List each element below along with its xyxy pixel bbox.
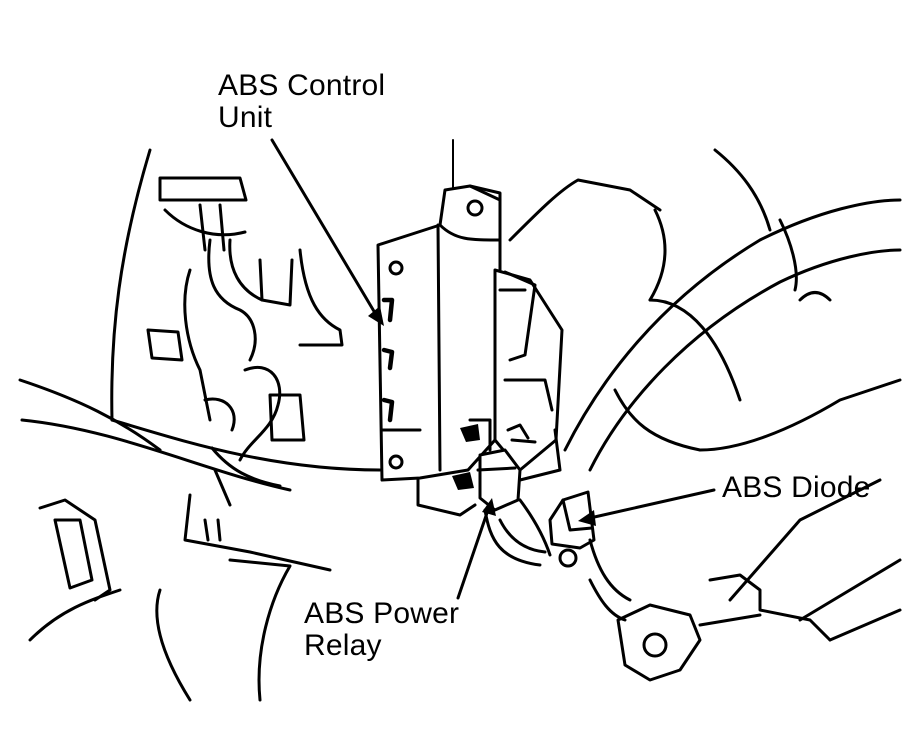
leader-line-diode <box>588 488 716 520</box>
label-abs-diode: ABS Diode <box>722 471 871 504</box>
leader-line-control-unit <box>270 138 380 320</box>
label-abs-control-unit: ABS Control Unit <box>218 69 386 134</box>
abs-diode <box>518 490 632 602</box>
label-abs-power-relay: ABS Power Relay <box>304 597 460 662</box>
arrowhead-power-relay <box>482 498 496 516</box>
left-body-structure <box>18 139 454 702</box>
abs-power-relay <box>416 418 547 567</box>
leader-lines <box>270 138 716 600</box>
arrowhead-control-unit <box>368 306 384 326</box>
arrowhead-diode <box>578 510 596 526</box>
right-body-structure <box>563 148 902 682</box>
abs-control-unit <box>376 178 662 482</box>
leader-line-power-relay <box>456 508 490 600</box>
